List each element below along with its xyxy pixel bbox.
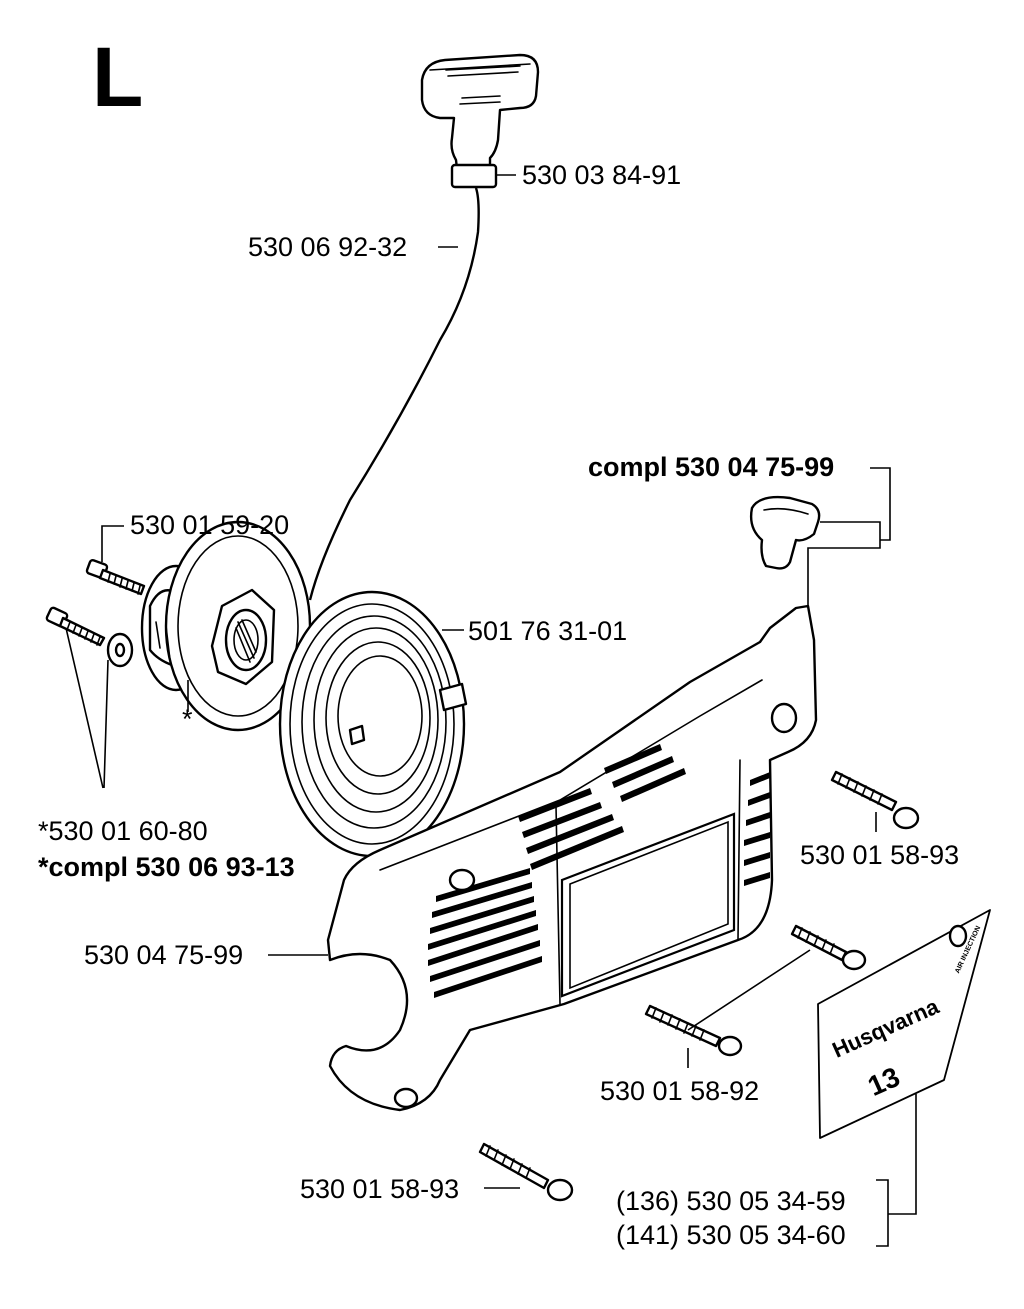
screw-middle-lower xyxy=(644,1004,743,1057)
label-kit-top: compl 530 04 75-99 xyxy=(588,452,834,482)
label-screw-middle: 530 01 58-92 xyxy=(600,1076,759,1106)
screw-right-upper xyxy=(830,770,920,830)
label-screw-bottom: 530 01 58-93 xyxy=(300,1174,459,1204)
side-vent-slots xyxy=(428,868,542,998)
top-vent-slots xyxy=(518,744,686,870)
right-vent-slots xyxy=(744,772,770,886)
leader-lines xyxy=(65,174,917,1247)
label-asterisk: * xyxy=(182,704,193,734)
screw-bottom xyxy=(478,1142,574,1202)
recoil-spring xyxy=(278,590,468,858)
label-spring: 501 76 31-01 xyxy=(468,616,627,646)
callout-labels: 530 03 84-91 530 06 92-32 compl 530 04 7… xyxy=(38,160,959,1250)
label-screw-washer: *530 01 60-80 xyxy=(38,816,208,846)
label-pulley-screw: 530 01 59-20 xyxy=(130,510,289,540)
section-letter: L xyxy=(92,30,143,124)
label-handle: 530 03 84-91 xyxy=(522,160,681,190)
screw-middle-upper xyxy=(790,924,867,971)
label-decal-2: (141) 530 05 34-60 xyxy=(616,1220,846,1250)
label-screw-right: 530 01 58-93 xyxy=(800,840,959,870)
starter-handle xyxy=(420,53,540,189)
cover-plug xyxy=(749,495,821,570)
label-kit-bottom: *compl 530 06 93-13 xyxy=(38,852,295,882)
label-decal-1: (136) 530 05 34-59 xyxy=(616,1186,846,1216)
starter-cover xyxy=(326,604,818,1112)
starter-cord xyxy=(308,187,480,601)
screw-with-washer xyxy=(45,606,134,668)
model-decal: Husqvarna 13 AIR INJECTION xyxy=(817,909,991,1139)
pulley-screw xyxy=(85,558,146,596)
label-cover: 530 04 75-99 xyxy=(84,940,243,970)
starter-pulley xyxy=(140,520,312,732)
label-cord: 530 06 92-32 xyxy=(248,232,407,262)
